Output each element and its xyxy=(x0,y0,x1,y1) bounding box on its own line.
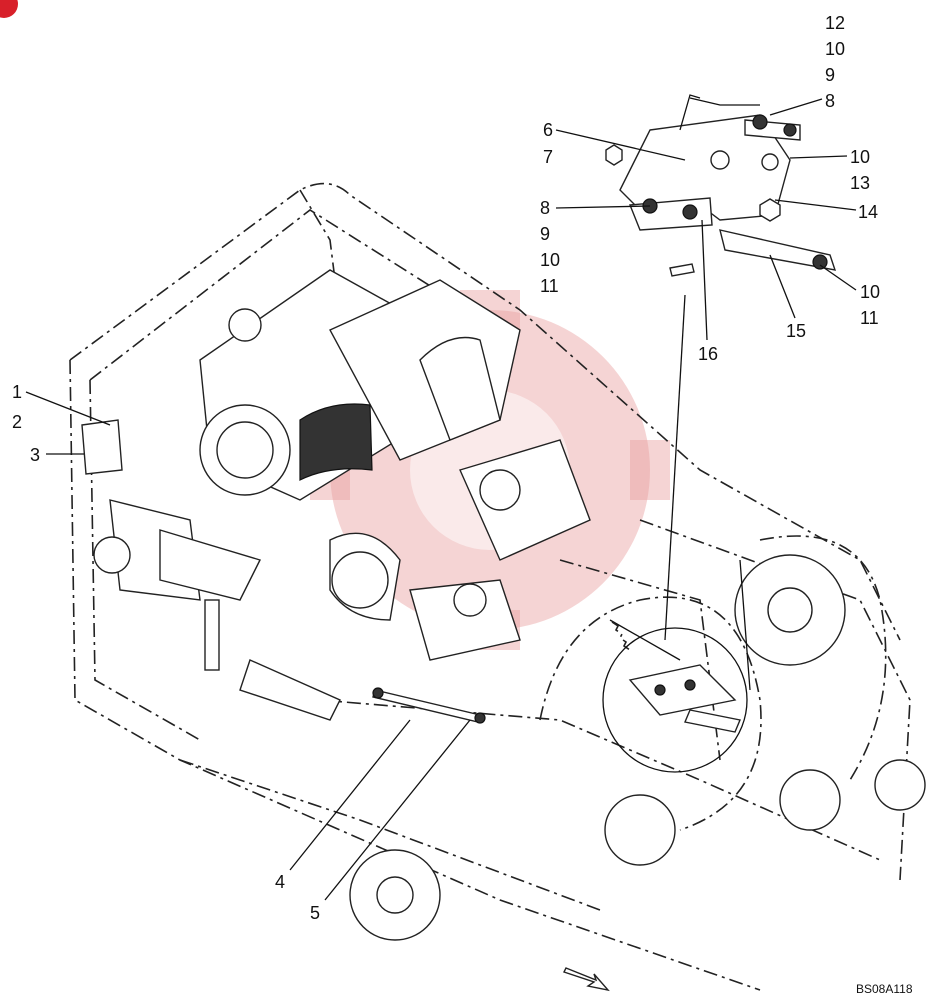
callout-13: 13 xyxy=(850,173,870,193)
callout-1: 1 xyxy=(12,382,22,402)
callout-14: 14 xyxy=(858,202,878,222)
callout-12: 12 xyxy=(825,13,845,33)
callout-10-lower: 10 xyxy=(860,282,880,302)
corner-mark xyxy=(0,0,18,18)
callout-10-right: 10 xyxy=(850,147,870,167)
callout-leaders xyxy=(25,98,857,901)
rod-assembly xyxy=(372,687,486,724)
callout-7: 7 xyxy=(543,147,553,167)
reference-code: BS08A118 xyxy=(856,982,913,996)
callout-9-left: 9 xyxy=(540,224,550,244)
callout-4: 4 xyxy=(275,872,285,892)
callout-11-left: 11 xyxy=(540,276,559,296)
direction-arrow-icon xyxy=(563,967,610,992)
callout-10-top: 10 xyxy=(825,39,845,59)
detail-leader-line xyxy=(664,294,686,641)
exploded-bracket-detail xyxy=(605,94,837,277)
callout-15: 15 xyxy=(786,321,806,341)
callout-11-lower: 11 xyxy=(860,308,879,328)
detail-location-circle xyxy=(602,627,748,773)
drive-wheels xyxy=(349,554,926,941)
callout-labels: 1 2 3 4 5 6 7 8 9 10 11 12 10 9 8 10 13 … xyxy=(12,13,880,923)
callout-3: 3 xyxy=(30,445,40,465)
callout-2: 2 xyxy=(12,412,22,432)
callout-10-left: 10 xyxy=(540,250,560,270)
callout-8-top: 8 xyxy=(825,91,835,111)
callout-5: 5 xyxy=(310,903,320,923)
callout-6: 6 xyxy=(543,120,553,140)
detail-location-bracket xyxy=(628,664,741,733)
callout-16: 16 xyxy=(698,344,718,364)
callout-8-left: 8 xyxy=(540,198,550,218)
callout-9-top: 9 xyxy=(825,65,835,85)
engine-assembly xyxy=(81,269,591,721)
spring-linkage xyxy=(609,559,751,691)
